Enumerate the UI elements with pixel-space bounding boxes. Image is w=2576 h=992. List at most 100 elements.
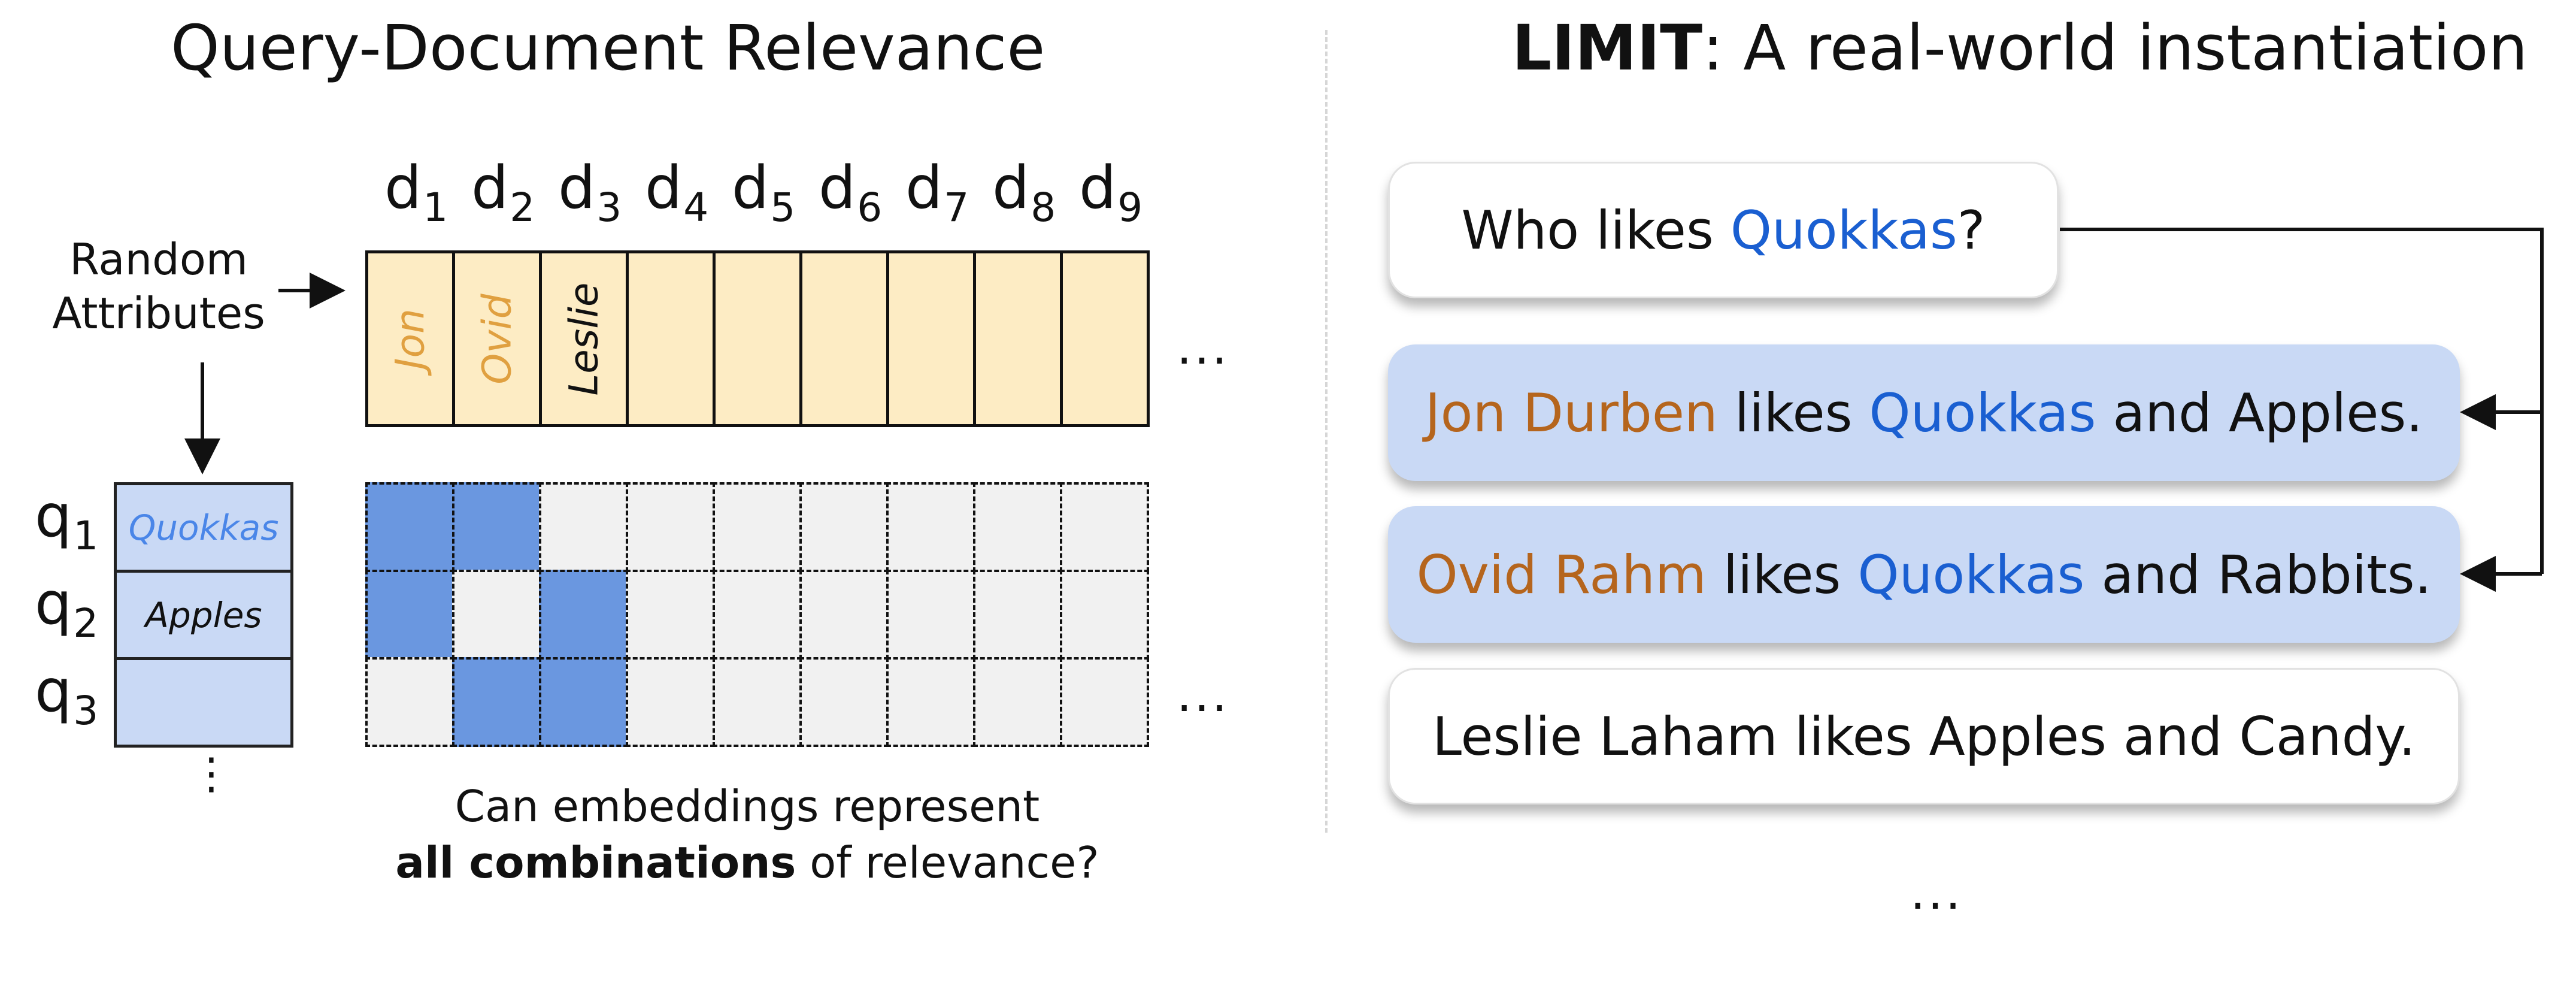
query-label-letter: q [35, 657, 72, 725]
query-label-subscript: 3 [73, 688, 99, 734]
left-title: Query-Document Relevance [171, 11, 1045, 84]
doc-label-5: d5 [732, 159, 795, 228]
doc-label-9: d9 [1079, 159, 1142, 228]
doc-label-subscript: 1 [423, 185, 448, 231]
document-card-1: Jon Durben likes Quokkas and Apples. [1388, 344, 2460, 481]
query-label-subscript: 1 [73, 513, 99, 559]
irrelevant-cell [886, 657, 975, 747]
query-vertical-ellipsis: ⋮ [190, 748, 233, 799]
irrelevant-cell [713, 657, 802, 747]
query-label-2: q2 [35, 574, 98, 643]
document-card-2: Ovid Rahm likes Quokkas and Rabbits. [1388, 506, 2460, 643]
doc-label-letter: d [819, 154, 856, 222]
relevant-cell [539, 657, 628, 747]
doc-strip-ellipsis: ... [1177, 319, 1230, 375]
doc-label-4: d4 [645, 159, 708, 228]
doc-label-7: d7 [905, 159, 969, 228]
irrelevant-cell [365, 657, 454, 747]
query-label-letter: q [35, 482, 72, 551]
document-name: Jon Durben [1425, 382, 1718, 444]
irrelevant-cell [713, 482, 802, 572]
irrelevant-cell [713, 570, 802, 660]
irrelevant-cell [626, 482, 715, 572]
doc-label-subscript: 9 [1117, 185, 1143, 231]
doc-attribute-cell-2: Ovid [452, 250, 542, 427]
document-text: likes [1717, 382, 1869, 444]
doc-label-letter: d [384, 154, 422, 222]
right-title-rest: : A real-world instantiation [1702, 11, 2528, 84]
random-attributes-line2: Attributes [52, 288, 265, 338]
right-ellipsis: ... [1910, 864, 1963, 920]
caption-line1: Can embeddings represent [454, 781, 1040, 831]
doc-label-subscript: 3 [596, 185, 622, 231]
document-text: likes [1706, 543, 1858, 606]
query-highlight: Quokkas [1730, 199, 1957, 261]
limit-title-bold: LIMIT [1512, 11, 1703, 84]
doc-label-subscript: 2 [510, 185, 535, 231]
query-label-letter: q [35, 570, 72, 638]
query-connector-line [2060, 228, 2544, 574]
doc-attribute-cell-9 [1060, 250, 1150, 427]
document-text-end: and Rabbits. [2084, 543, 2432, 606]
doc-label-letter: d [558, 154, 596, 222]
doc-attribute-cell-3: Leslie [539, 250, 629, 427]
caption-line2: all combinations of relevance? [395, 835, 1099, 891]
relevant-cell [365, 482, 454, 572]
irrelevant-cell [973, 657, 1062, 747]
doc-label-letter: d [645, 154, 683, 222]
document-highlight: Quokkas [1857, 543, 2085, 606]
irrelevant-cell [1060, 657, 1149, 747]
doc-attribute-name: Leslie [560, 282, 607, 396]
document-card-3: Leslie Laham likes Apples and Candy. [1388, 668, 2460, 805]
doc-label-subscript: 4 [683, 185, 709, 231]
doc-label-letter: d [1079, 154, 1117, 222]
doc-label-subscript: 8 [1031, 185, 1056, 231]
random-attributes-label: Random Attributes [36, 232, 281, 340]
doc-label-letter: d [471, 154, 509, 222]
irrelevant-cell [886, 482, 975, 572]
irrelevant-cell [799, 570, 889, 660]
document-name: Ovid Rahm [1416, 543, 1707, 606]
irrelevant-cell [626, 657, 715, 747]
query-attribute-cell-1: Quokkas [114, 482, 293, 573]
query-attribute-cell-3 [114, 657, 293, 748]
irrelevant-cell [1060, 570, 1149, 660]
irrelevant-cell [626, 570, 715, 660]
doc-attribute-name: Ovid [474, 293, 520, 385]
relevant-cell [539, 570, 628, 660]
relevant-cell [452, 657, 541, 747]
doc-attribute-name: Jon [387, 308, 434, 370]
query-card: Who likes Quokkas? [1388, 162, 2059, 298]
irrelevant-cell [973, 482, 1062, 572]
doc-label-letter: d [992, 154, 1030, 222]
doc-attribute-cell-1: Jon [365, 250, 455, 427]
irrelevant-cell [886, 570, 975, 660]
doc-label-2: d2 [471, 159, 535, 228]
irrelevant-cell [1060, 482, 1149, 572]
doc-label-1: d1 [384, 159, 448, 228]
irrelevant-cell [539, 482, 628, 572]
doc-attribute-cell-7 [886, 250, 976, 427]
doc-label-letter: d [732, 154, 769, 222]
irrelevant-cell [799, 482, 889, 572]
query-label-3: q3 [35, 662, 98, 731]
doc-attribute-cell-4 [626, 250, 716, 427]
doc-label-subscript: 6 [857, 185, 883, 231]
left-caption: Can embeddings represent all combination… [395, 779, 1099, 891]
query-label-1: q1 [35, 487, 98, 556]
query-attribute-cell-2: Apples [114, 570, 293, 660]
doc-attribute-cell-6 [799, 250, 889, 427]
panel-divider [1325, 30, 1328, 833]
irrelevant-cell [973, 570, 1062, 660]
grid-ellipsis: ... [1177, 667, 1230, 722]
query-label-subscript: 2 [73, 600, 99, 646]
doc-label-3: d3 [558, 159, 622, 228]
irrelevant-cell [799, 657, 889, 747]
caption-rest: of relevance? [796, 837, 1099, 888]
doc-label-subscript: 7 [944, 185, 969, 231]
query-pre: Who likes [1461, 199, 1731, 261]
random-attributes-line1: Random [69, 234, 248, 285]
doc-attribute-cell-8 [973, 250, 1063, 427]
document-text-end: and Apples. [2096, 382, 2423, 444]
